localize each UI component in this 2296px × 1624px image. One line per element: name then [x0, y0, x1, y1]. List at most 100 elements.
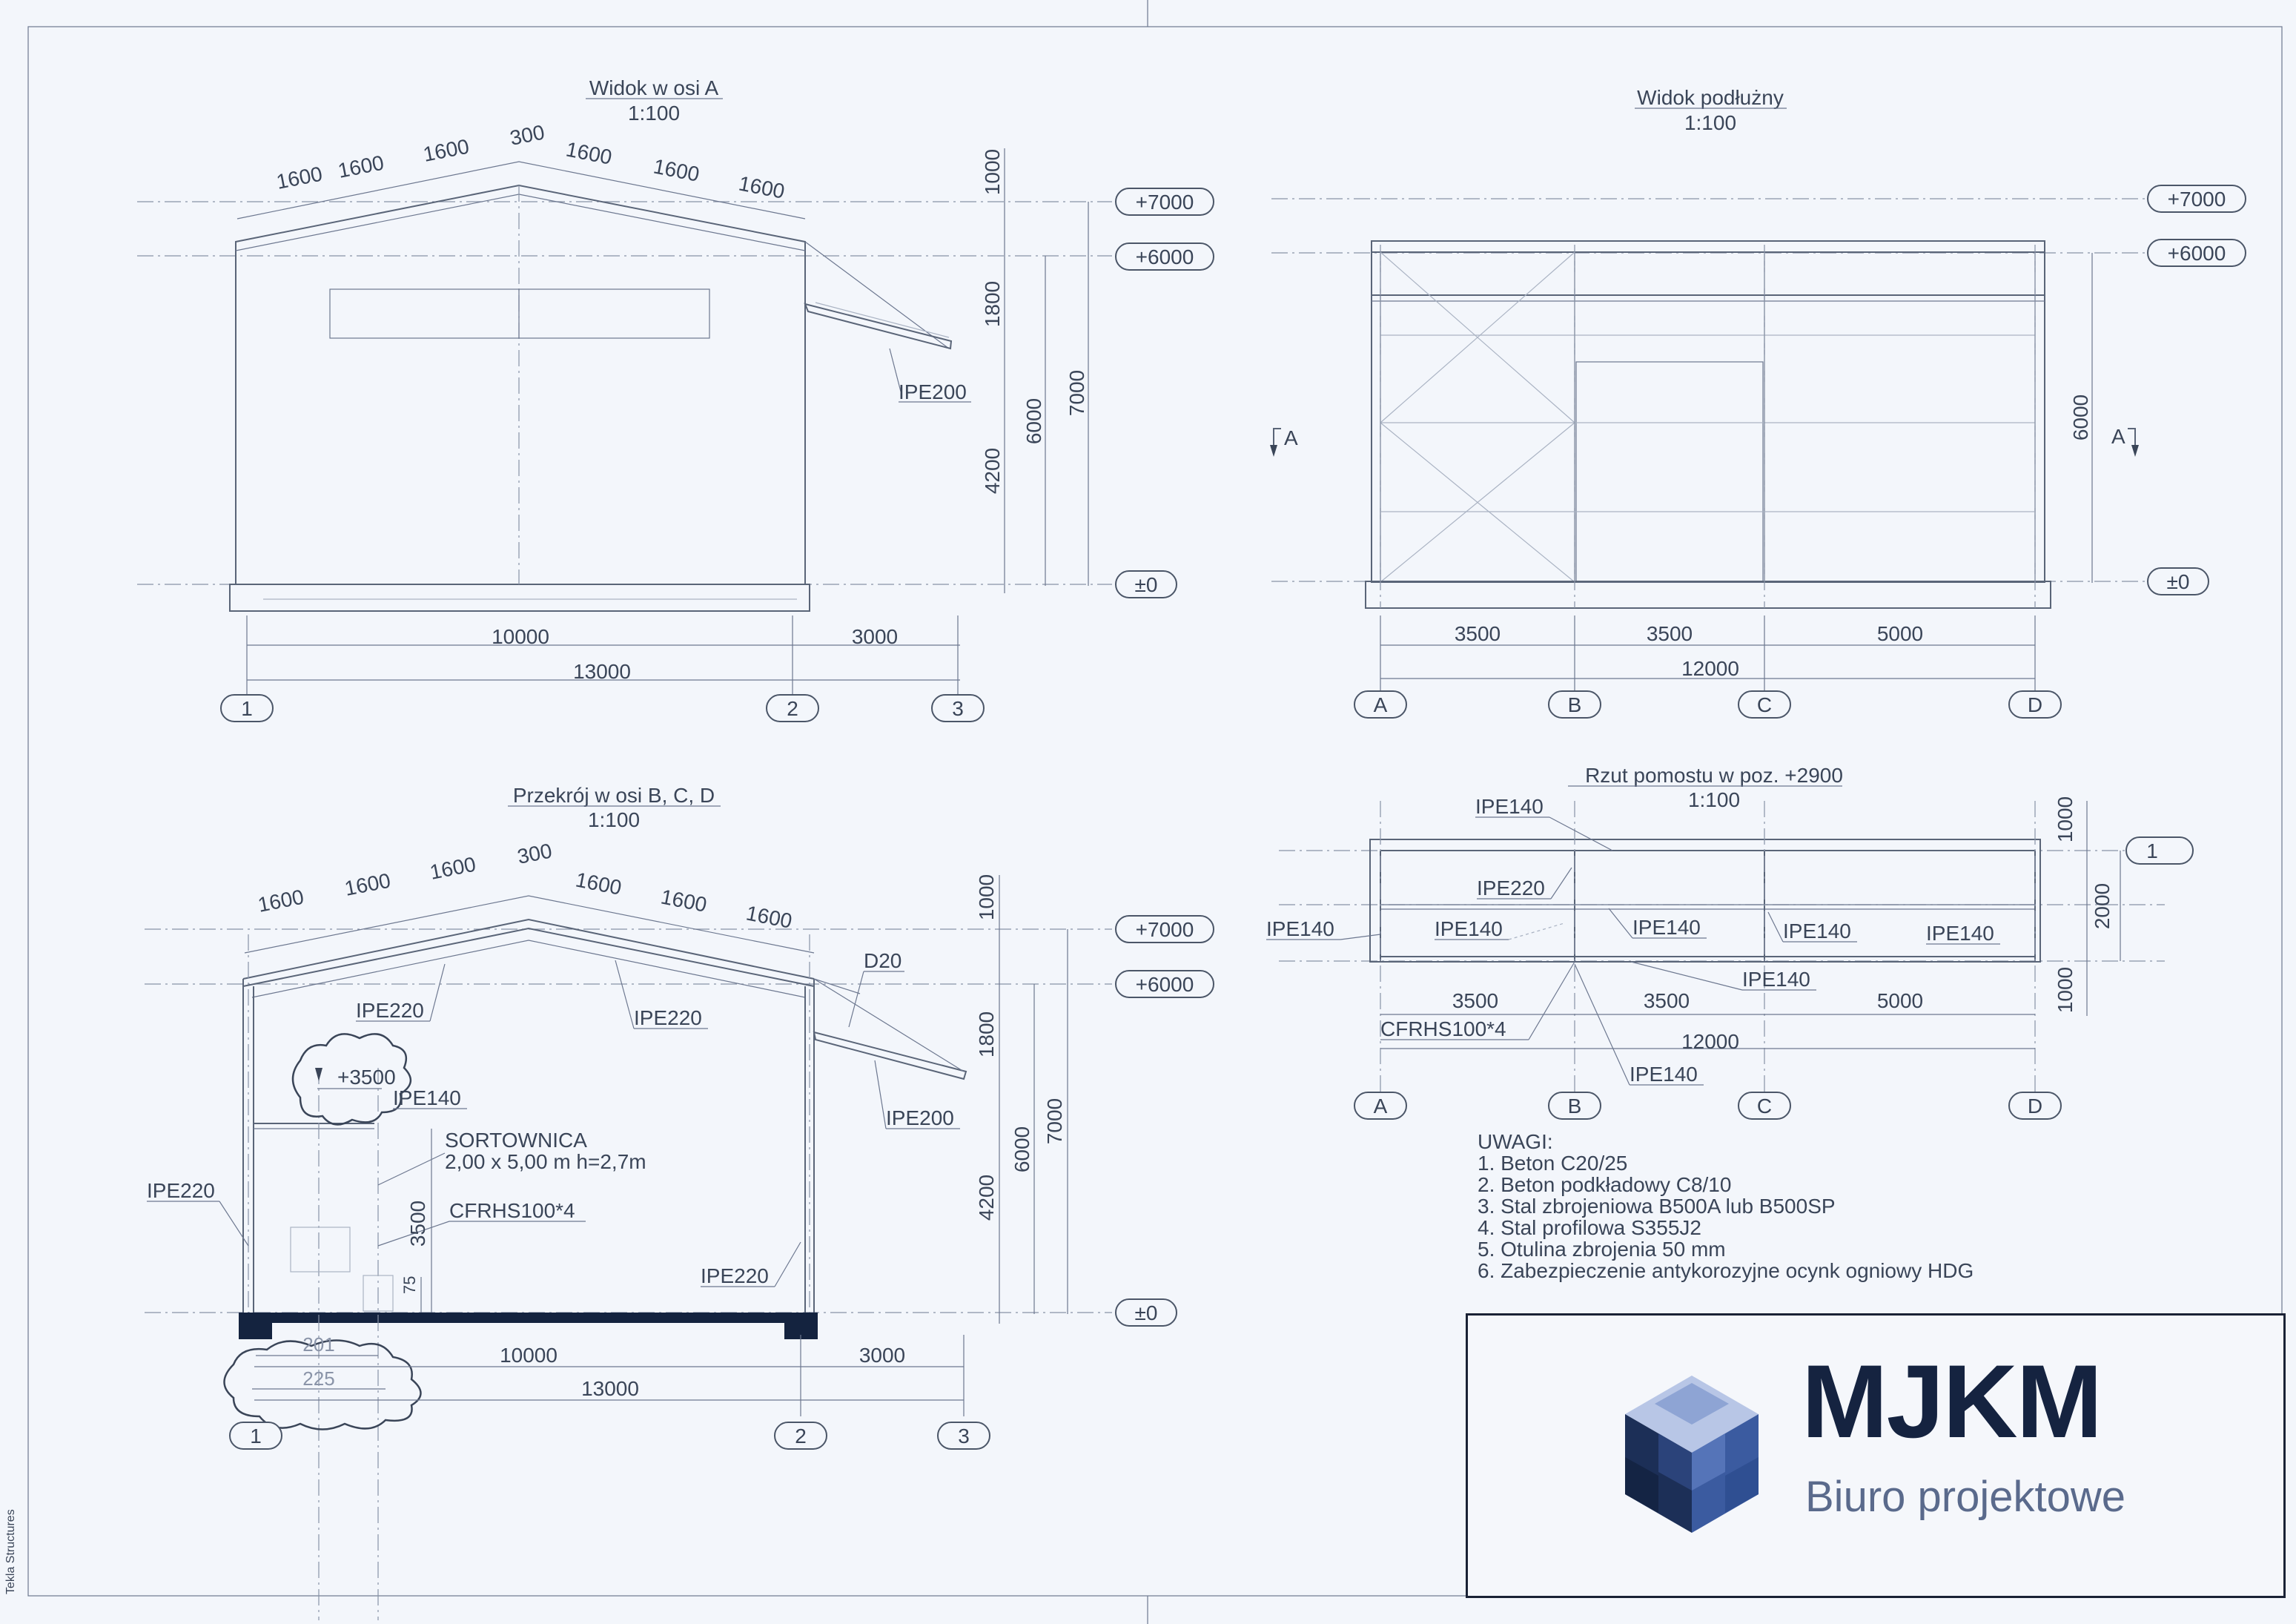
- axis-label: C: [1757, 1095, 1772, 1118]
- dim-text: 3500: [1452, 989, 1498, 1012]
- level-label: +6000: [1136, 973, 1194, 996]
- profile-label: IPE220: [634, 1006, 702, 1029]
- view-title: Widok w osi A: [589, 76, 719, 99]
- dim-text: 1600: [564, 137, 614, 168]
- dim-text: 7000: [1065, 370, 1088, 416]
- dim-text: 1600: [256, 885, 305, 917]
- dim-text: 1600: [421, 135, 471, 166]
- dim-text: 3500: [1644, 989, 1690, 1012]
- dim-text: 1600: [744, 901, 794, 932]
- dim-text: 13000: [573, 660, 631, 683]
- profile-label: IPE140: [1632, 916, 1701, 939]
- axis-label: B: [1568, 693, 1582, 716]
- equipment-label: SORTOWNICA: [445, 1129, 587, 1152]
- dim-text: 1600: [659, 885, 709, 916]
- profile-label: CFRHS100*4: [449, 1199, 575, 1222]
- axis-label: 1: [241, 697, 253, 720]
- profile-label: IPE200: [899, 380, 967, 403]
- dim-text: 12000: [1681, 657, 1739, 680]
- dim-text: 5000: [1877, 622, 1923, 645]
- dim-text: 1600: [274, 162, 324, 194]
- dim-text: 13000: [581, 1377, 639, 1400]
- axis-label: 3: [958, 1425, 970, 1448]
- view-section: Przekrój w osi B, C, D 1:100 +3500: [145, 784, 1214, 1620]
- level-label: +6000: [1136, 245, 1194, 268]
- profile-label: D20: [864, 949, 901, 972]
- dim-text: 300: [508, 121, 546, 150]
- dim-text: 10000: [500, 1344, 558, 1367]
- axis-label: D: [2028, 1095, 2042, 1118]
- profile-label: IPE140: [1630, 1063, 1698, 1086]
- dim-text: 1800: [975, 1011, 998, 1057]
- dim-text: 6000: [1022, 398, 1045, 444]
- profile-label: IPE220: [701, 1264, 769, 1287]
- dim-text: 4200: [975, 1175, 998, 1221]
- level-label: +6000: [2168, 242, 2226, 265]
- level-label: +7000: [2168, 188, 2226, 211]
- axis-label: A: [1374, 693, 1388, 716]
- note-item: 3. Stal zbrojeniowa B500A lub B500SP: [1478, 1195, 1836, 1218]
- sheet-frame: [27, 26, 2283, 1597]
- title-block: [1466, 1313, 2286, 1598]
- profile-label: IPE140: [1926, 922, 1994, 945]
- dim-text: 2000: [2091, 883, 2114, 929]
- dim-text: 12000: [1681, 1030, 1739, 1053]
- dim-text: 1800: [981, 281, 1004, 327]
- profile-label: IPE140: [1742, 968, 1810, 991]
- axis-label: 2: [795, 1425, 807, 1448]
- profile-label: IPE140: [1435, 917, 1503, 940]
- dim-text: 1600: [652, 154, 701, 185]
- note-item: 4. Stal profilowa S355J2: [1478, 1216, 1701, 1239]
- dim-text: 1600: [343, 869, 392, 900]
- profile-label: IPE220: [1477, 877, 1545, 900]
- dim-text: 1600: [428, 853, 477, 884]
- dim-text: 3000: [859, 1344, 905, 1367]
- equipment-dims: 2,00 x 5,00 m h=2,7m: [445, 1150, 646, 1173]
- view-longitudinal: Widok podłużny 1:100 A A: [1270, 86, 2246, 719]
- cube-logo-icon: [1625, 1376, 1759, 1533]
- dim-text: 1000: [2054, 967, 2077, 1013]
- dim-text: 300: [515, 839, 554, 868]
- profile-label: IPE220: [147, 1179, 215, 1202]
- level-label: +7000: [1136, 918, 1194, 941]
- dim-text: 225: [302, 1367, 334, 1390]
- level-label: +3500: [337, 1066, 396, 1089]
- dim-text: 1000: [981, 149, 1004, 195]
- note-item: 6. Zabezpieczenie antykorozyjne ocynk og…: [1478, 1259, 1974, 1282]
- brand-subtitle: Biuro projektowe: [1805, 1473, 2125, 1521]
- axis-label: 2: [787, 697, 798, 720]
- profile-label: IPE140: [1783, 920, 1851, 943]
- dim-text: 201: [302, 1333, 334, 1356]
- level-label: ±0: [2167, 570, 2190, 593]
- dim-text: 4200: [981, 448, 1004, 494]
- dim-text: 7000: [1043, 1098, 1066, 1144]
- view-platform-plan: Rzut pomostu w poz. +2900 1:100 IPE140 I…: [1266, 764, 2194, 1120]
- profile-label: IPE140: [393, 1086, 461, 1109]
- dim-text: 1600: [737, 171, 787, 202]
- profile-label: IPE140: [1266, 917, 1334, 940]
- view-elevation-a: Widok w osi A 1:100 IPE200 1600 1600 160…: [137, 76, 1214, 722]
- axis-label: A: [1374, 1095, 1388, 1118]
- view-title: Rzut pomostu w poz. +2900: [1585, 764, 1843, 787]
- dim-text: 75: [400, 1276, 419, 1294]
- profile-label: IPE140: [1475, 795, 1544, 818]
- dim-text: 1000: [975, 874, 998, 920]
- notes-heading: UWAGI:: [1478, 1130, 1553, 1153]
- axis-label: 3: [952, 697, 964, 720]
- axis-label: B: [1568, 1095, 1582, 1118]
- dim-text: 3500: [406, 1201, 429, 1247]
- view-title: Przekrój w osi B, C, D: [513, 784, 715, 807]
- view-scale: 1:100: [1688, 788, 1740, 811]
- note-item: 5. Otulina zbrojenia 50 mm: [1478, 1238, 1726, 1261]
- view-scale: 1:100: [1684, 111, 1736, 134]
- dim-text: 1600: [336, 151, 386, 182]
- view-scale: 1:100: [588, 808, 640, 831]
- axis-label: C: [1757, 693, 1772, 716]
- axis-label: 1: [2146, 839, 2158, 862]
- profile-label: IPE200: [886, 1106, 954, 1129]
- software-credit: Tekla Structures: [4, 1509, 17, 1594]
- axis-label: D: [2028, 693, 2042, 716]
- axis-label: 1: [250, 1425, 262, 1448]
- dim-text: 6000: [2069, 395, 2092, 440]
